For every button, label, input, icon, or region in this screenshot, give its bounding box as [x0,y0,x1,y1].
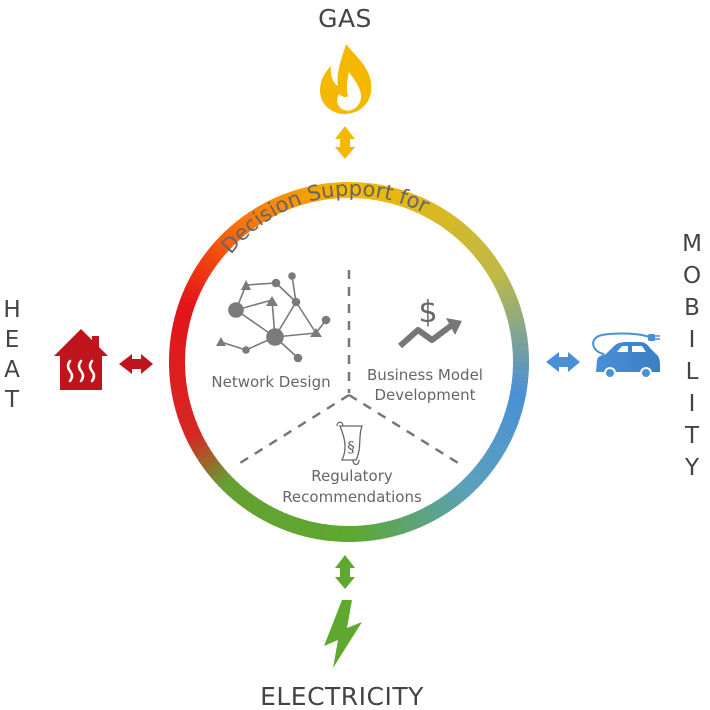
paragraph-scroll-icon: § [336,421,363,466]
electric-car-icon [592,332,660,379]
heat-letter: T [4,387,20,413]
mobility-letter: I [689,327,696,353]
regulatory-label-line2: Recommendations [282,488,422,506]
sector-dividers [239,270,464,468]
network-design-label: Network Design [211,373,330,391]
svg-text:$: $ [418,295,437,330]
regulatory-label-line1: Regulatory [311,467,393,485]
mobility-double-arrow [546,352,580,372]
heat-double-arrow [119,354,153,374]
house-heating-icon [54,329,108,390]
mobility-letter: O [683,263,701,289]
gas-label: GAS [318,4,372,33]
mobility-letter: L [686,359,699,385]
heat-letter: H [3,297,20,323]
mobility-letter: B [684,295,700,321]
gas-double-arrow [335,126,355,159]
dollar-trend-icon: $ [398,295,462,349]
mobility-letter: I [689,391,696,417]
heat-letter: A [4,357,20,383]
circle-title-text: Decision Support for [216,176,433,258]
energy-ring [168,181,530,543]
heat-letter: E [5,327,20,353]
electricity-label: ELECTRICITY [260,682,424,710]
business-model-label-line1: Business Model [367,366,483,384]
svg-text:§: § [347,438,355,456]
flame-icon [320,44,372,114]
network-graph-icon [216,272,331,363]
business-model-label-line2: Development [375,386,476,404]
mobility-letter: Y [684,455,700,481]
electricity-double-arrow [335,555,355,589]
lightning-bolt-icon [324,600,362,668]
circle-title: Decision Support for [216,176,433,258]
mobility-letter: M [682,231,702,257]
mobility-letter: T [684,423,700,449]
